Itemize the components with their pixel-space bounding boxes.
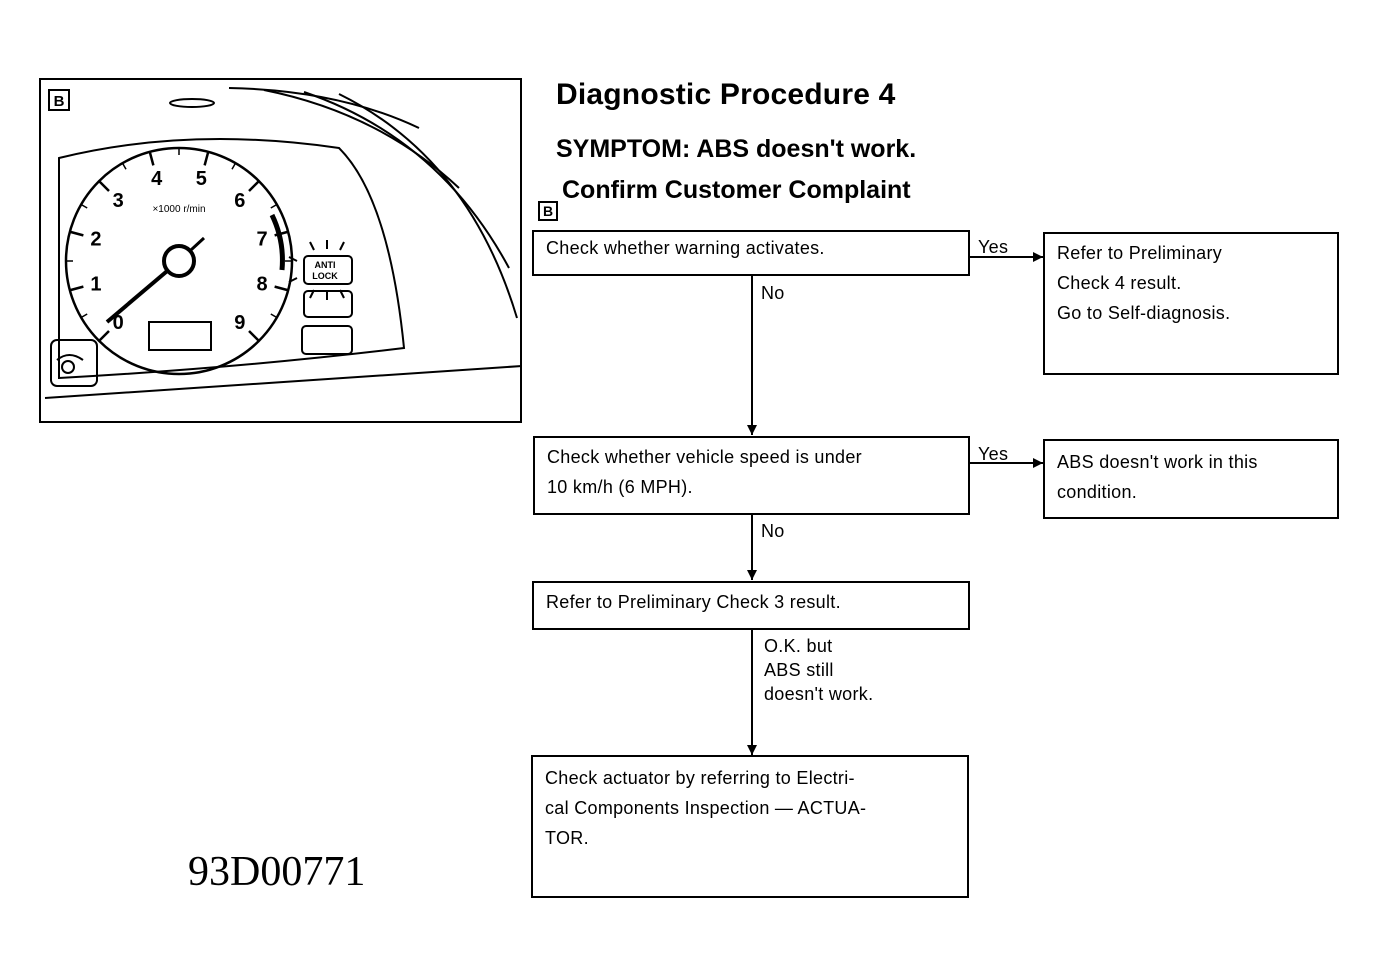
step4-line3: TOR. (545, 828, 589, 848)
step1-yes-line1: Refer to Preliminary (1057, 243, 1223, 263)
tach-number: 1 (90, 273, 101, 295)
tach-number: 6 (234, 190, 245, 212)
step4-box: Check actuator by referring to Electri- … (531, 755, 969, 898)
tach-tick (98, 330, 110, 342)
step3-text: Refer to Preliminary Check 3 result. (546, 592, 841, 612)
dashboard-badge: B (54, 93, 65, 110)
ok-label-line2: ABS still (764, 660, 834, 680)
tach-number: 5 (196, 168, 207, 190)
tach-number: 2 (90, 229, 101, 251)
step2-yes-result-box: ABS doesn't work in this condition. (1043, 439, 1339, 519)
tach-number: 9 (234, 312, 245, 334)
ok-label: O.K. but ABS still doesn't work. (764, 634, 873, 706)
tach-tick (248, 330, 260, 342)
ok-label-line3: doesn't work. (764, 684, 874, 704)
step2-box: Check whether vehicle speed is under 10 … (533, 436, 970, 515)
step4-line2: cal Components Inspection — ACTUA- (545, 798, 867, 818)
warning-lamp-line1: ANTI (315, 260, 336, 270)
abs-warning-lamp (303, 255, 353, 285)
tach-tick (274, 285, 289, 292)
tach-tick (98, 180, 110, 192)
tach-tick (270, 203, 278, 209)
tach-tick (248, 180, 260, 192)
tach-tick (203, 151, 210, 166)
step1-yes-line3: Go to Self-diagnosis. (1057, 303, 1231, 323)
step1-text: Check whether warning activates. (546, 238, 825, 258)
confirm-heading: Confirm Customer Complaint (562, 176, 911, 204)
figure-code: 93D00771 (188, 849, 366, 895)
step2-line1: Check whether vehicle speed is under (547, 447, 862, 467)
tach-tick (270, 313, 278, 319)
no-label-1: No (761, 283, 785, 303)
step1-yes-line2: Check 4 result. (1057, 273, 1182, 293)
tach-tick (80, 313, 88, 319)
symptom-heading: SYMPTOM: ABS doesn't work. (556, 135, 917, 163)
tach-number: 4 (151, 168, 163, 190)
yes-label-1: Yes (978, 237, 1009, 257)
flow-badge: B (538, 201, 558, 221)
tach-tick (148, 151, 155, 166)
tach-tick (231, 162, 237, 170)
tach-number: 7 (257, 229, 268, 251)
tach-unit-label: ×1000 r/min (152, 204, 205, 215)
step1-yes-result-box: Refer to Preliminary Check 4 result. Go … (1043, 232, 1339, 375)
step4-line1: Check actuator by referring to Electri- (545, 768, 855, 788)
step2-yes-line1: ABS doesn't work in this (1057, 452, 1258, 472)
tach-tick (80, 203, 88, 209)
tach-number: 8 (257, 273, 268, 295)
tach-tick (69, 285, 84, 292)
ok-label-line1: O.K. but (764, 636, 833, 656)
tach-number: 3 (113, 190, 124, 212)
no-label-2: No (761, 521, 785, 541)
tach-tick (69, 230, 84, 237)
tach-ticks (66, 148, 292, 342)
step3-box: Refer to Preliminary Check 3 result. (532, 581, 970, 630)
tach-number: 0 (113, 312, 124, 334)
yes-label-2: Yes (978, 444, 1009, 464)
page-title: Diagnostic Procedure 4 (556, 78, 896, 111)
step2-line2: 10 km/h (6 MPH). (547, 477, 693, 497)
step2-yes-line2: condition. (1057, 482, 1138, 502)
warning-lamp-line2: LOCK (312, 271, 338, 281)
tach-tick (121, 162, 127, 170)
step1-box: Check whether warning activates. (532, 230, 970, 276)
